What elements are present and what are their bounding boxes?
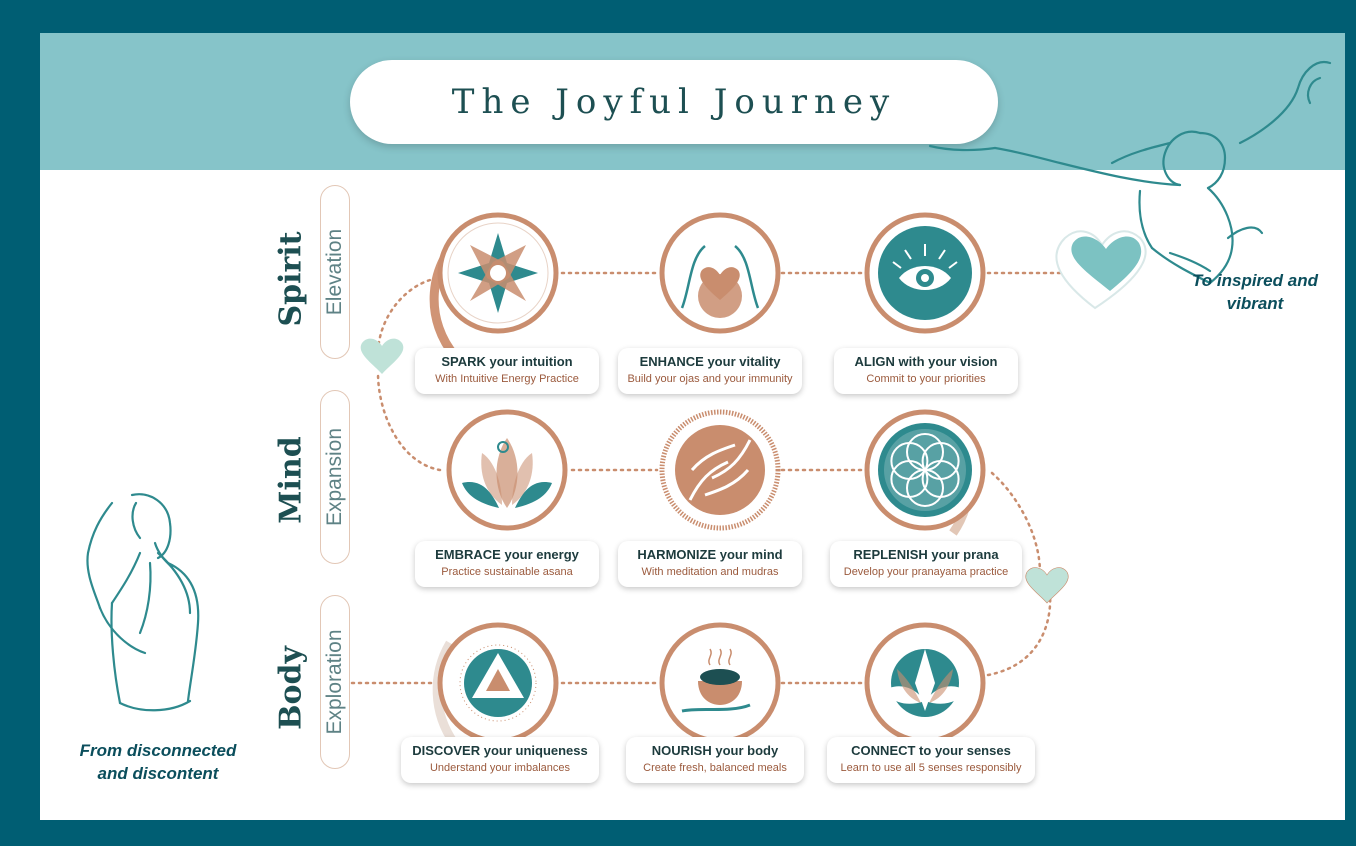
step-embrace: EMBRACE your energy Practice sustainable… — [415, 541, 599, 587]
row-sublabel-mind: Expansion — [320, 390, 350, 564]
step-replenish: REPLENISH your prana Develop your pranay… — [830, 541, 1022, 587]
step-subtitle: Practice sustainable asana — [441, 566, 573, 578]
step-subtitle: Develop your pranayama practice — [843, 566, 1009, 578]
title-pill: The Joyful Journey — [350, 60, 998, 144]
lotus-icon — [883, 649, 967, 717]
step-title: ALIGN with your vision — [854, 354, 998, 369]
step-subtitle: Learn to use all 5 senses responsibly — [840, 762, 1022, 774]
flower-of-life-icon — [884, 429, 966, 511]
step-nourish: NOURISH your body Create fresh, balanced… — [626, 737, 804, 783]
step-discover: DISCOVER your uniqueness Understand your… — [401, 737, 599, 783]
triangle-mandala-icon — [459, 644, 537, 722]
mudra-hands-icon — [688, 439, 752, 501]
step-title: ENHANCE your vitality — [639, 354, 781, 369]
row-label-body: Body — [273, 646, 309, 730]
heart-icon — [1071, 236, 1142, 291]
yoga-lotus-icon — [462, 438, 552, 508]
row-sublabel-spirit: Elevation — [320, 185, 350, 359]
icon-circles — [429, 212, 986, 746]
row-label-mind: Mind — [273, 436, 309, 524]
row-label-spirit: Spirit — [273, 231, 309, 327]
journey-card: The Joyful Journey — [40, 33, 1345, 820]
bowl-hand-icon — [681, 648, 751, 713]
step-title: CONNECT to your senses — [851, 743, 1011, 758]
step-subtitle: Commit to your priorities — [866, 373, 986, 385]
step-title: DISCOVER your uniqueness — [412, 743, 588, 758]
start-caption: From disconnected and discontent — [79, 741, 237, 783]
step-title: SPARK your intuition — [441, 354, 573, 369]
heart-icon — [360, 338, 404, 374]
star-mandala-icon — [458, 233, 538, 313]
step-title: REPLENISH your prana — [853, 547, 999, 562]
disconnected-woman-illustration — [86, 493, 200, 712]
heart-hands-icon — [680, 245, 760, 318]
step-subtitle: With meditation and mudras — [641, 566, 779, 578]
journey-artwork — [86, 60, 1332, 746]
joyful-woman-illustration — [928, 60, 1332, 285]
heart-icon — [1025, 567, 1069, 604]
step-spark: SPARK your intuition With Intuitive Ener… — [415, 348, 599, 394]
eye-icon — [892, 244, 958, 290]
step-harmonize: HARMONIZE your mind With meditation and … — [618, 541, 802, 587]
step-subtitle: Understand your imbalances — [429, 762, 571, 774]
step-align: ALIGN with your vision Commit to your pr… — [834, 348, 1018, 394]
step-subtitle: Create fresh, balanced meals — [643, 762, 787, 774]
step-subtitle: Build your ojas and your immunity — [627, 373, 793, 385]
page-title: The Joyful Journey — [451, 82, 897, 122]
step-title: NOURISH your body — [651, 743, 779, 758]
row-sublabel-body: Exploration — [320, 595, 350, 769]
end-caption: To inspired and vibrant — [1192, 271, 1318, 313]
step-enhance: ENHANCE your vitality Build your ojas an… — [618, 348, 802, 394]
step-connect: CONNECT to your senses Learn to use all … — [827, 737, 1035, 783]
step-subtitle: With Intuitive Energy Practice — [435, 373, 579, 385]
step-title: HARMONIZE your mind — [637, 547, 783, 562]
journey-path — [350, 271, 1062, 685]
step-title: EMBRACE your energy — [435, 547, 579, 562]
